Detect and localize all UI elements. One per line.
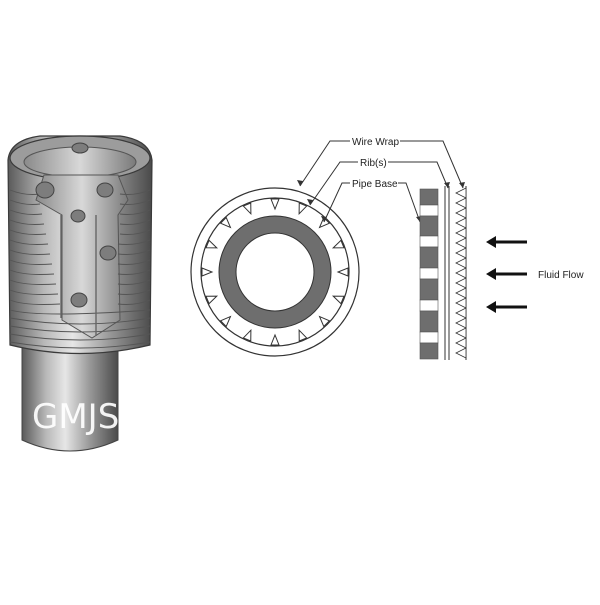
arrow-left-icon bbox=[486, 301, 527, 313]
fluid-flow-arrows bbox=[486, 236, 527, 313]
side-section-view bbox=[419, 186, 467, 360]
label-wire-wrap: Wire Wrap bbox=[352, 137, 399, 148]
screen-cutaway-illustration: GMJS bbox=[7, 135, 153, 452]
rib-triangles bbox=[201, 198, 349, 346]
label-pipe-base: Pipe Base bbox=[352, 179, 398, 190]
label-fluid-flow: Fluid Flow bbox=[538, 270, 584, 281]
callout-leaders bbox=[299, 140, 464, 223]
arrow-left-icon bbox=[486, 268, 527, 280]
arrow-left-icon bbox=[486, 236, 527, 248]
watermark-text: GMJS bbox=[32, 397, 119, 437]
cross-section-view bbox=[190, 187, 360, 357]
pipe-bore bbox=[235, 232, 315, 312]
label-ribs: Rib(s) bbox=[360, 158, 387, 169]
